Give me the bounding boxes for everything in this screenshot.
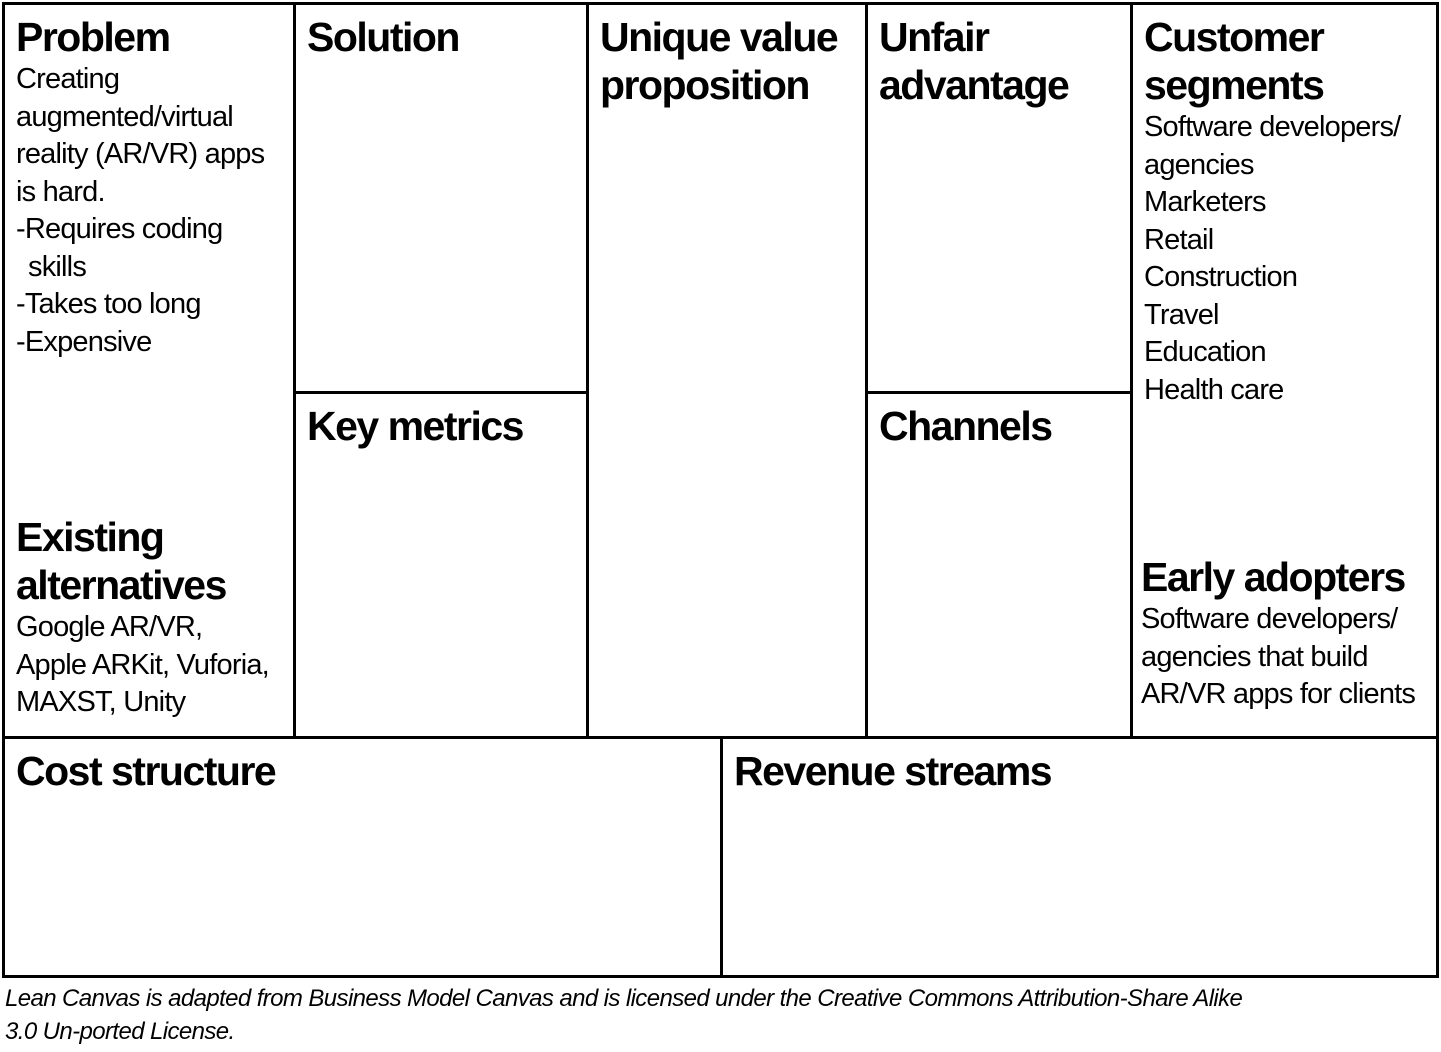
customer-segment-item: Health care (1144, 373, 1284, 406)
early-adopters-title: Early adopters (1141, 554, 1406, 600)
solution-cell: Solution (293, 2, 589, 394)
customer-segments-title: Customer segments (1144, 13, 1426, 109)
existing-alternatives-section: Existing alternatives Google AR/VR, Appl… (16, 513, 287, 722)
existing-alternatives-text: Google AR/VR, Apple ARKit, Vuforia, MAXS… (16, 609, 287, 722)
existing-alternatives-title: Existing alternatives (16, 513, 287, 609)
existing-alternatives-line: MAXST, Unity (16, 686, 186, 718)
solution-title: Solution (307, 14, 460, 60)
problem-line: -Expensive (16, 325, 152, 358)
unique-value-proposition-title-line: proposition (600, 62, 810, 108)
problem-line: reality (AR/VR) apps (16, 138, 265, 170)
key-metrics-title: Key metrics (307, 403, 524, 449)
customer-segment-item: Construction (1144, 261, 1298, 293)
existing-alternatives-title-line: Existing (16, 514, 165, 560)
problem-text: Creating augmented/virtual reality (AR/V… (16, 61, 283, 361)
unique-value-proposition-title-line: Unique value (600, 14, 839, 60)
early-adopters-text: Software developers/ agencies that build… (1141, 601, 1430, 714)
footnote-line: Lean Canvas is adapted from Business Mod… (5, 985, 1243, 1012)
early-adopters-line: AR/VR apps for clients (1141, 678, 1416, 710)
problem-title: Problem (16, 14, 171, 60)
early-adopters-line: agencies that build (1141, 640, 1368, 673)
unique-value-proposition-cell: Unique value proposition (586, 2, 868, 739)
customer-segment-item: Education (1144, 336, 1267, 368)
problem-line: skills (28, 250, 87, 283)
revenue-streams-title: Revenue streams (734, 748, 1053, 794)
existing-alternatives-line: Google AR/VR, (16, 611, 203, 643)
cost-structure-cell: Cost structure (2, 736, 724, 978)
customer-segment-item: Marketers (1144, 186, 1267, 218)
problem-line: Creating (16, 63, 120, 95)
problem-line: is hard. (16, 175, 106, 208)
unfair-advantage-title: Unfair advantage (879, 13, 1120, 109)
footnote-line: 3.0 Un-ported License. (5, 1018, 235, 1045)
customer-segment-item: Travel (1144, 298, 1220, 331)
problem-line: augmented/virtual (16, 100, 234, 133)
customer-segment-item: Software developers/ (1144, 111, 1401, 143)
customer-segment-item: Retail (1144, 223, 1214, 256)
customer-segments-title-line: Customer (1144, 14, 1325, 60)
early-adopters-section: Early adopters Software developers/ agen… (1141, 553, 1430, 714)
existing-alternatives-line: Apple ARKit, Vuforia, (16, 648, 270, 681)
unique-value-proposition-title: Unique value proposition (600, 13, 855, 109)
customer-segments-title-line: segments (1144, 62, 1325, 108)
customer-segments-text: Software developers/ agencies Marketers … (1144, 109, 1426, 409)
problem-cell: Problem Creating augmented/virtual reali… (2, 2, 296, 739)
unfair-advantage-title-line: advantage (879, 62, 1070, 108)
unfair-advantage-cell: Unfair advantage (865, 2, 1133, 394)
revenue-streams-cell: Revenue streams (720, 736, 1439, 978)
early-adopters-line: Software developers/ (1141, 603, 1398, 635)
customer-segments-cell: Customer segments Software developers/ a… (1130, 2, 1439, 739)
license-footnote: Lean Canvas is adapted from Business Mod… (5, 982, 1425, 1048)
customer-segment-item: agencies (1144, 148, 1254, 181)
key-metrics-cell: Key metrics (293, 391, 589, 739)
existing-alternatives-title-line: alternatives (16, 562, 227, 608)
problem-line: -Takes too long (16, 288, 201, 320)
cost-structure-title: Cost structure (16, 748, 277, 794)
channels-cell: Channels (865, 391, 1133, 739)
channels-title: Channels (879, 403, 1053, 449)
unfair-advantage-title-line: Unfair (879, 14, 990, 60)
problem-line: -Requires coding (16, 213, 223, 245)
